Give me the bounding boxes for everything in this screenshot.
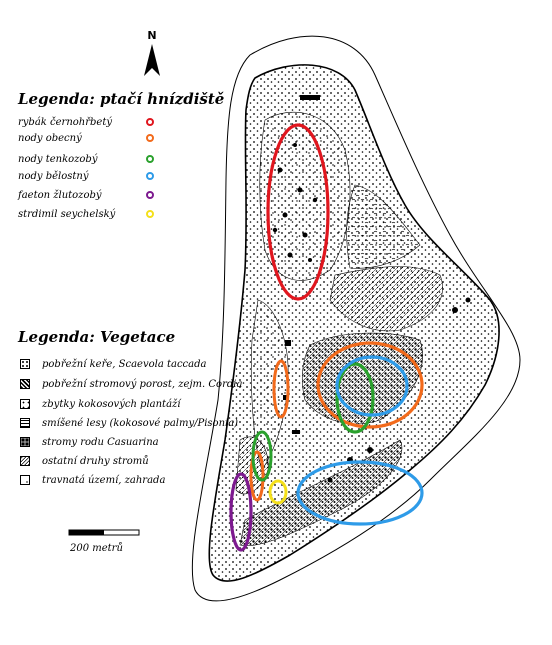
nest-ring-nody-belostny-2: [296, 460, 424, 526]
vegetation-legend-item: stromy rodu Casuarina: [20, 434, 159, 450]
bird-legend-label: rybák černohřbetý: [18, 116, 112, 128]
orange-ring-icon: [146, 134, 154, 142]
mixed-swatch-icon: [20, 418, 30, 428]
vegetation-legend-title: Legenda: Vegetace: [18, 328, 176, 346]
bird-legend-item: faeton žlutozobý: [18, 187, 154, 203]
vegetation-legend-label: pobřežní stromový porost, zejm. Cordia: [42, 378, 243, 390]
bird-legend-item: nody tenkozobý: [18, 151, 154, 167]
nest-ring-nody-tenkozoby-1: [335, 362, 375, 434]
blue-ring-icon: [146, 172, 154, 180]
vegetation-legend-item: zbytky kokosových plantáží: [20, 396, 181, 412]
nest-ring-nody-tenkozoby-2: [251, 430, 273, 482]
vegetation-legend-item: smíšené lesy (kokosové palmy/Pisonia): [20, 415, 238, 431]
red-ring-icon: [146, 118, 154, 126]
dots-swatch-icon: [20, 359, 30, 369]
vegetation-legend-item: ostatní druhy stromů: [20, 453, 149, 469]
nest-ring-rybak: [266, 123, 330, 301]
nest-ring-nody-obecny-3: [249, 450, 265, 502]
dense-swatch-icon: [20, 379, 30, 389]
bird-legend-label: nody obecný: [18, 132, 82, 144]
scale-bar: [68, 529, 140, 536]
scale-label: 200 metrů: [70, 543, 123, 554]
bird-legend-label: nody tenkozobý: [18, 153, 98, 165]
vegetation-legend-label: smíšené lesy (kokosové palmy/Pisonia): [42, 417, 239, 429]
nest-ring-strdimil: [268, 479, 288, 505]
vegetation-legend-item: pobřežní keře, Scaevola taccada: [20, 356, 207, 372]
vegetation-legend-label: stromy rodu Casuarina: [42, 436, 159, 448]
bird-legend-label: nody bělostný: [18, 170, 89, 182]
vegetation-legend-label: travnatá území, zahrada: [42, 474, 166, 486]
vegetation-legend-label: ostatní druhy stromů: [42, 455, 149, 467]
yellow-ring-icon: [146, 210, 154, 218]
sparse-swatch-icon: [20, 399, 30, 409]
vegetation-legend-label: zbytky kokosových plantáží: [42, 398, 181, 410]
grass-swatch-icon: [20, 475, 30, 485]
north-arrow-icon: [144, 44, 160, 76]
nest-ring-faeton: [229, 472, 253, 552]
nest-ring-nody-obecny-1: [316, 341, 424, 429]
bird-legend-title: Legenda: ptačí hnízdiště: [18, 90, 225, 108]
bird-legend-item: strdimil seychelský: [18, 206, 154, 222]
north-label: N: [147, 29, 157, 42]
purple-ring-icon: [146, 191, 154, 199]
zone-strip: [251, 299, 289, 471]
zone-hatch: [329, 266, 443, 332]
vegetation-legend-item: pobřežní stromový porost, zejm. Cordia: [20, 376, 242, 392]
vegetation-legend-label: pobřežní keře, Scaevola taccada: [42, 358, 207, 370]
reef-outline: [191, 35, 521, 602]
bird-legend-label: strdimil seychelský: [18, 208, 116, 220]
island-shape: [208, 64, 500, 582]
bird-legend-item: rybák černohřbetý: [18, 114, 154, 130]
nest-ring-nody-belostny-1: [335, 355, 409, 417]
nest-ring-nody-obecny-2: [272, 359, 290, 419]
north-arrow: N: [140, 30, 164, 82]
bird-legend-label: faeton žlutozobý: [18, 189, 102, 201]
hatch-swatch-icon: [20, 456, 30, 466]
clumps-swatch-icon: [20, 437, 30, 447]
vegetation-legend-item: travnatá území, zahrada: [20, 472, 165, 488]
zone-mixed: [346, 184, 421, 269]
bird-legend-item: nody obecný: [18, 130, 154, 146]
bird-legend-item: nody bělostný: [18, 168, 154, 184]
green-ring-icon: [146, 155, 154, 163]
